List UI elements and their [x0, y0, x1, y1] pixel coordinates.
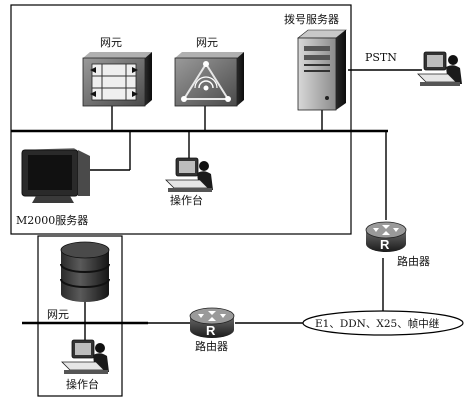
m2000-server-label: M2000服务器 — [16, 214, 88, 227]
pstn-label: PSTN — [365, 51, 397, 64]
router-icon: R — [365, 221, 407, 252]
operator-console-icon — [165, 157, 213, 192]
wan-types-label: E1、DDN、X25、帧中继 — [315, 317, 439, 330]
dial-server-label: 拨号服务器 — [284, 12, 339, 26]
router-bottom-label: 路由器 — [195, 339, 228, 353]
console-bottom-label: 操作台 — [66, 377, 99, 391]
database-icon — [60, 241, 110, 302]
ne-top-right-label: 网元 — [196, 36, 218, 49]
bottom-site-boundary — [37, 235, 123, 397]
operator-console-icon — [61, 339, 109, 374]
svg-text:R: R — [380, 237, 390, 252]
router-icon: R — [189, 307, 235, 338]
ne-top-left-label: 网元 — [100, 36, 122, 49]
pstn-operator-console-icon — [417, 51, 462, 86]
svg-text:R: R — [206, 323, 216, 338]
tower-server-icon — [297, 29, 347, 111]
ne-bottom-label: 网元 — [47, 308, 69, 321]
connection-lines — [11, 69, 422, 345]
wan-cloud — [302, 310, 464, 336]
top-lan-boundary — [10, 4, 352, 235]
wireless-ne-icon — [174, 52, 244, 107]
router-right-label: 路由器 — [397, 254, 430, 268]
console-top-label: 操作台 — [170, 193, 203, 207]
crt-monitor-icon — [21, 148, 90, 203]
ne-chassis-icon — [82, 52, 152, 107]
